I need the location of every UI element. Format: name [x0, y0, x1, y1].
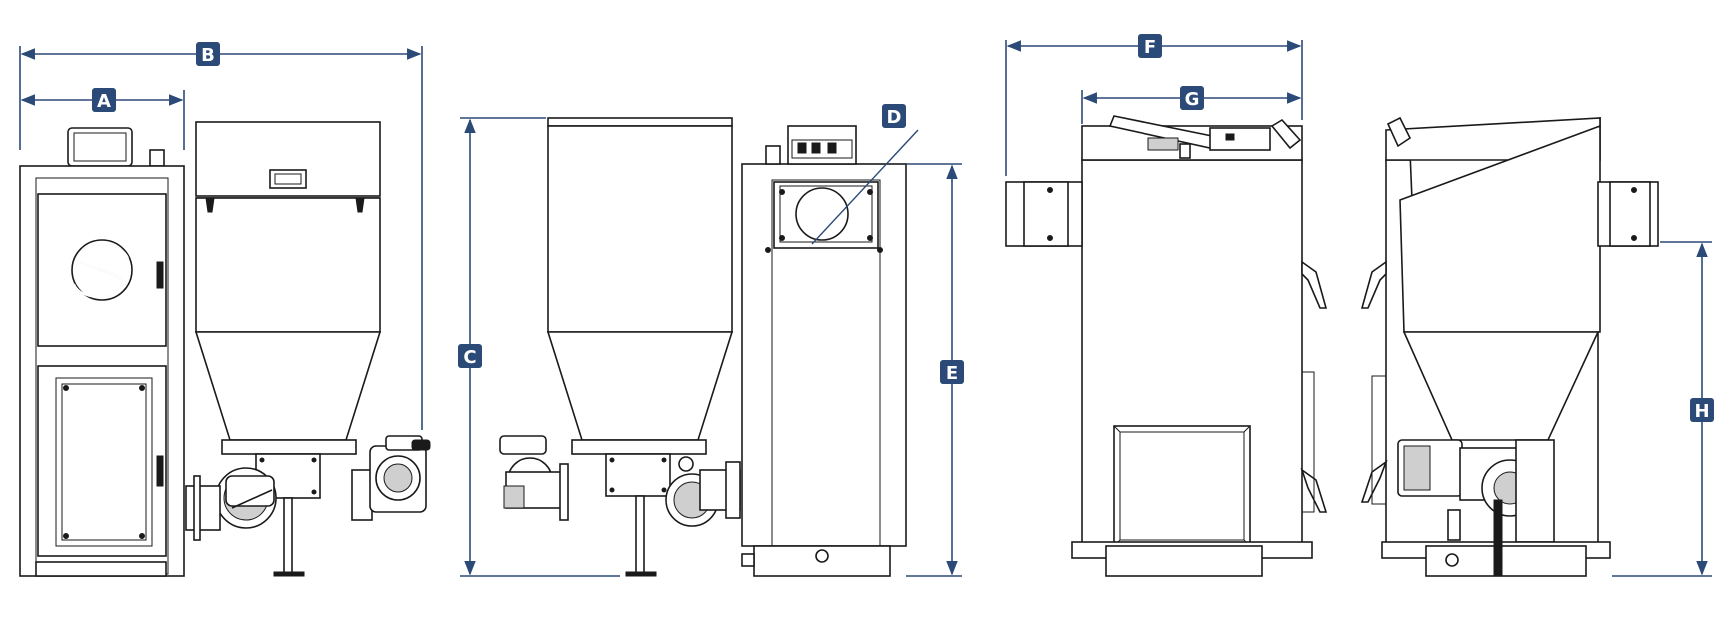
dimension-label-e: E	[940, 360, 964, 384]
svg-text:D: D	[887, 107, 902, 128]
svg-text:H: H	[1694, 401, 1709, 422]
dimension-label-c: C	[458, 344, 482, 368]
svg-text:C: C	[463, 347, 476, 368]
svg-text:A: A	[97, 91, 111, 112]
svg-text:G: G	[1185, 89, 1200, 110]
side-view-right	[1360, 116, 1659, 577]
dimension-label-h: H	[1690, 398, 1714, 422]
side-view	[499, 117, 919, 577]
brand-logo-s-icon	[71, 239, 133, 301]
svg-text:F: F	[1144, 37, 1156, 58]
svg-text:E: E	[946, 363, 958, 384]
dimension-label-f: F	[1138, 34, 1162, 58]
dimension-label-g: G	[1180, 86, 1204, 110]
front-view	[19, 121, 431, 577]
dimension-label-b: B	[196, 42, 220, 66]
svg-text:B: B	[201, 45, 215, 66]
dimension-label-d: D	[882, 104, 906, 128]
rear-view	[1005, 115, 1328, 577]
dimension-label-a: A	[92, 88, 116, 112]
